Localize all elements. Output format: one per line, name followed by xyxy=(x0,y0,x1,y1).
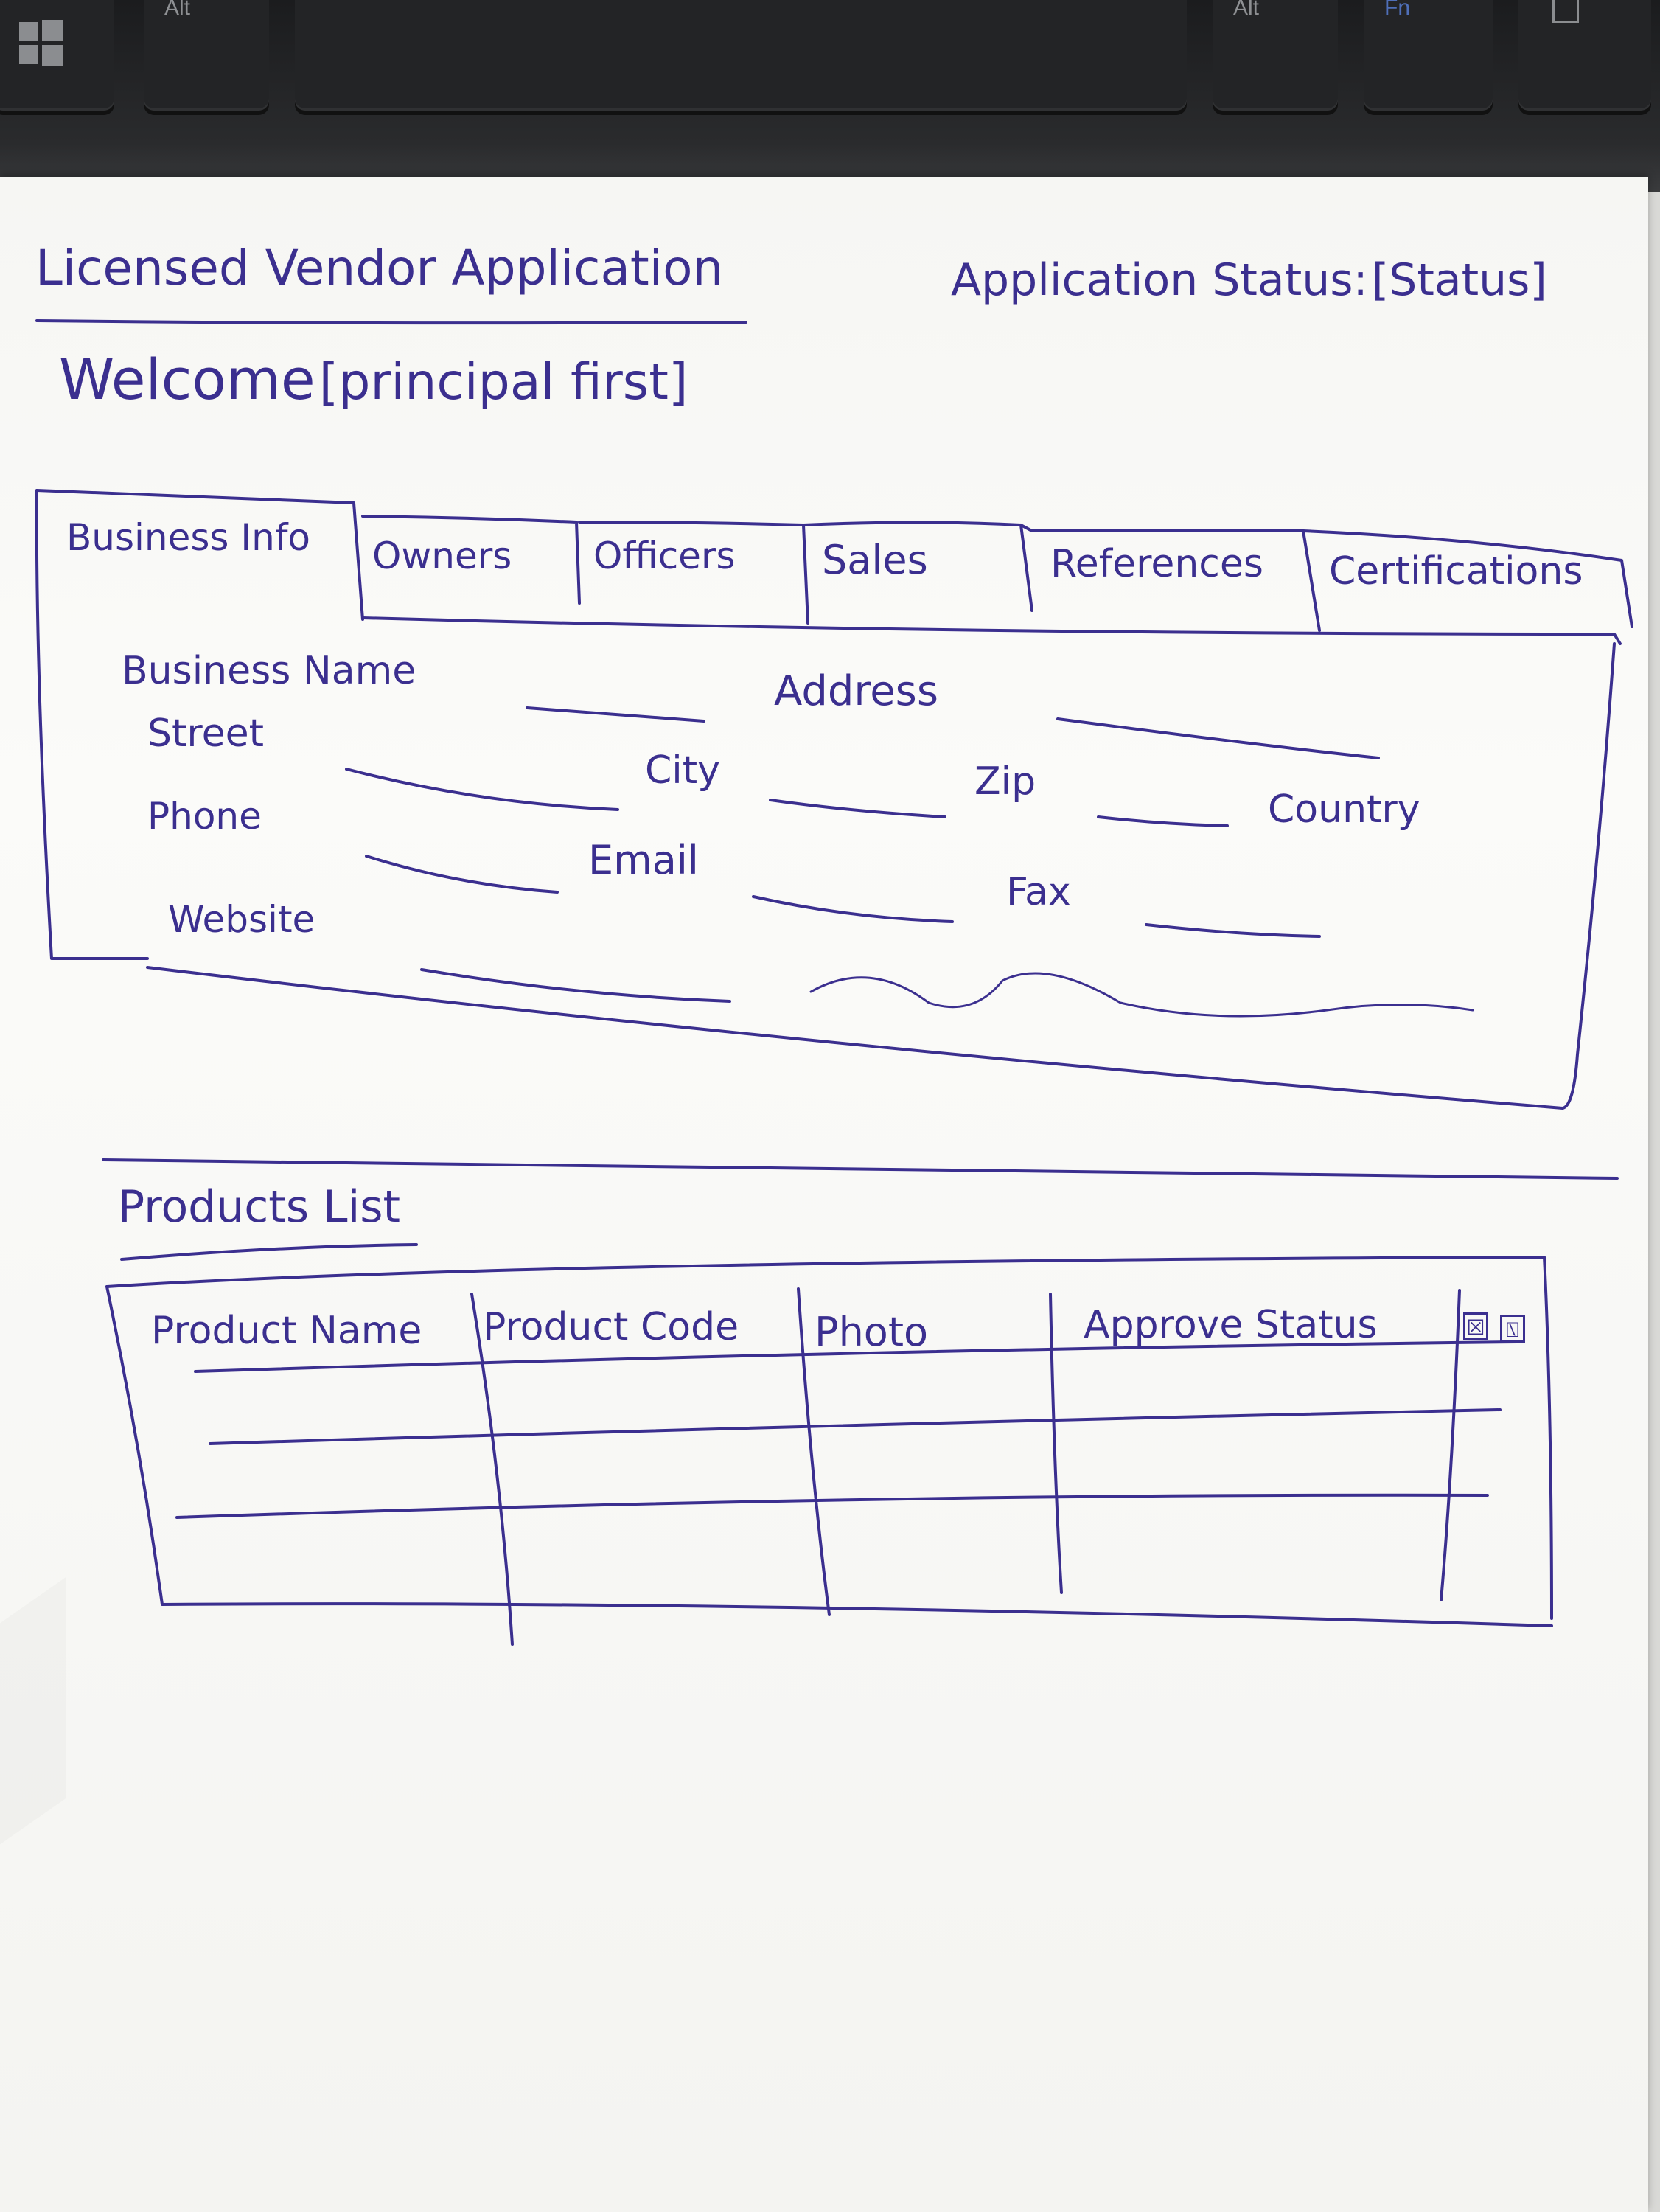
column-header-photo[interactable]: Photo xyxy=(815,1309,929,1355)
alt-key-left: Alt xyxy=(144,0,269,111)
products-table: Product Name Product Code Photo Approve … xyxy=(107,1257,1552,1626)
phone-label: Phone xyxy=(147,795,262,838)
tab-business-info[interactable]: Business Info xyxy=(66,516,311,559)
welcome-text: Welcome xyxy=(59,347,315,412)
menu-key xyxy=(1518,0,1651,111)
fn-key: Fn xyxy=(1364,0,1493,111)
city-input[interactable] xyxy=(770,774,947,818)
email-label: Email xyxy=(588,837,699,883)
zip-label: Zip xyxy=(974,759,1036,804)
zip-input[interactable] xyxy=(1098,789,1231,830)
status-label: Application Status: xyxy=(951,254,1368,306)
street-label: Street xyxy=(147,712,265,756)
city-label: City xyxy=(645,748,720,793)
alt-key-left-label: Alt xyxy=(164,0,191,20)
website-input[interactable] xyxy=(422,951,731,1003)
email-input[interactable] xyxy=(753,885,954,925)
application-status: Application Status: [Status] xyxy=(951,254,1547,306)
menu-icon xyxy=(1552,0,1579,23)
windows-logo-icon xyxy=(19,20,63,66)
app-title: Licensed Vendor Application xyxy=(35,240,724,296)
alt-key-right-label: Alt xyxy=(1233,0,1260,20)
country-label: Country xyxy=(1268,787,1420,832)
column-header-approve-status[interactable]: Approve Status xyxy=(1084,1303,1378,1347)
table-row[interactable] xyxy=(181,1519,1515,1600)
tab-certifications[interactable]: Certifications xyxy=(1329,549,1583,594)
business-name-label: Business Name xyxy=(122,649,416,693)
website-label: Website xyxy=(168,898,315,941)
tab-owners[interactable]: Owners xyxy=(372,535,512,577)
welcome-message: Welcome [principal first] xyxy=(59,347,688,412)
table-row[interactable] xyxy=(195,1375,1515,1441)
windows-key xyxy=(0,0,114,111)
alt-key-right: Alt xyxy=(1213,0,1338,111)
sketch-paper xyxy=(0,177,1648,2212)
welcome-name: [principal first] xyxy=(318,353,688,411)
column-header-product-name[interactable]: Product Name xyxy=(151,1309,422,1353)
spacebar-key xyxy=(295,0,1187,111)
column-header-product-code[interactable]: Product Code xyxy=(483,1305,739,1349)
checkbox-checked-icon[interactable]: ☒ xyxy=(1463,1312,1488,1340)
products-list-title: Products List xyxy=(118,1181,401,1233)
business-name-input[interactable] xyxy=(527,678,708,719)
street-input[interactable] xyxy=(346,767,619,811)
fax-input[interactable] xyxy=(1146,903,1323,940)
status-value: [Status] xyxy=(1371,254,1547,306)
fn-key-label: Fn xyxy=(1384,0,1411,20)
fax-label: Fax xyxy=(1006,870,1071,914)
address-input[interactable] xyxy=(1058,689,1382,756)
keyboard-edge: Alt Alt Fn xyxy=(0,0,1660,192)
tab-sales[interactable]: Sales xyxy=(822,537,928,583)
tab-officers[interactable]: Officers xyxy=(593,535,736,577)
tab-references[interactable]: References xyxy=(1050,542,1263,586)
checkbox-partial-icon[interactable]: ⍂ xyxy=(1500,1315,1525,1343)
table-row[interactable] xyxy=(195,1445,1515,1515)
address-label: Address xyxy=(774,667,939,715)
phone-input[interactable] xyxy=(366,848,559,892)
